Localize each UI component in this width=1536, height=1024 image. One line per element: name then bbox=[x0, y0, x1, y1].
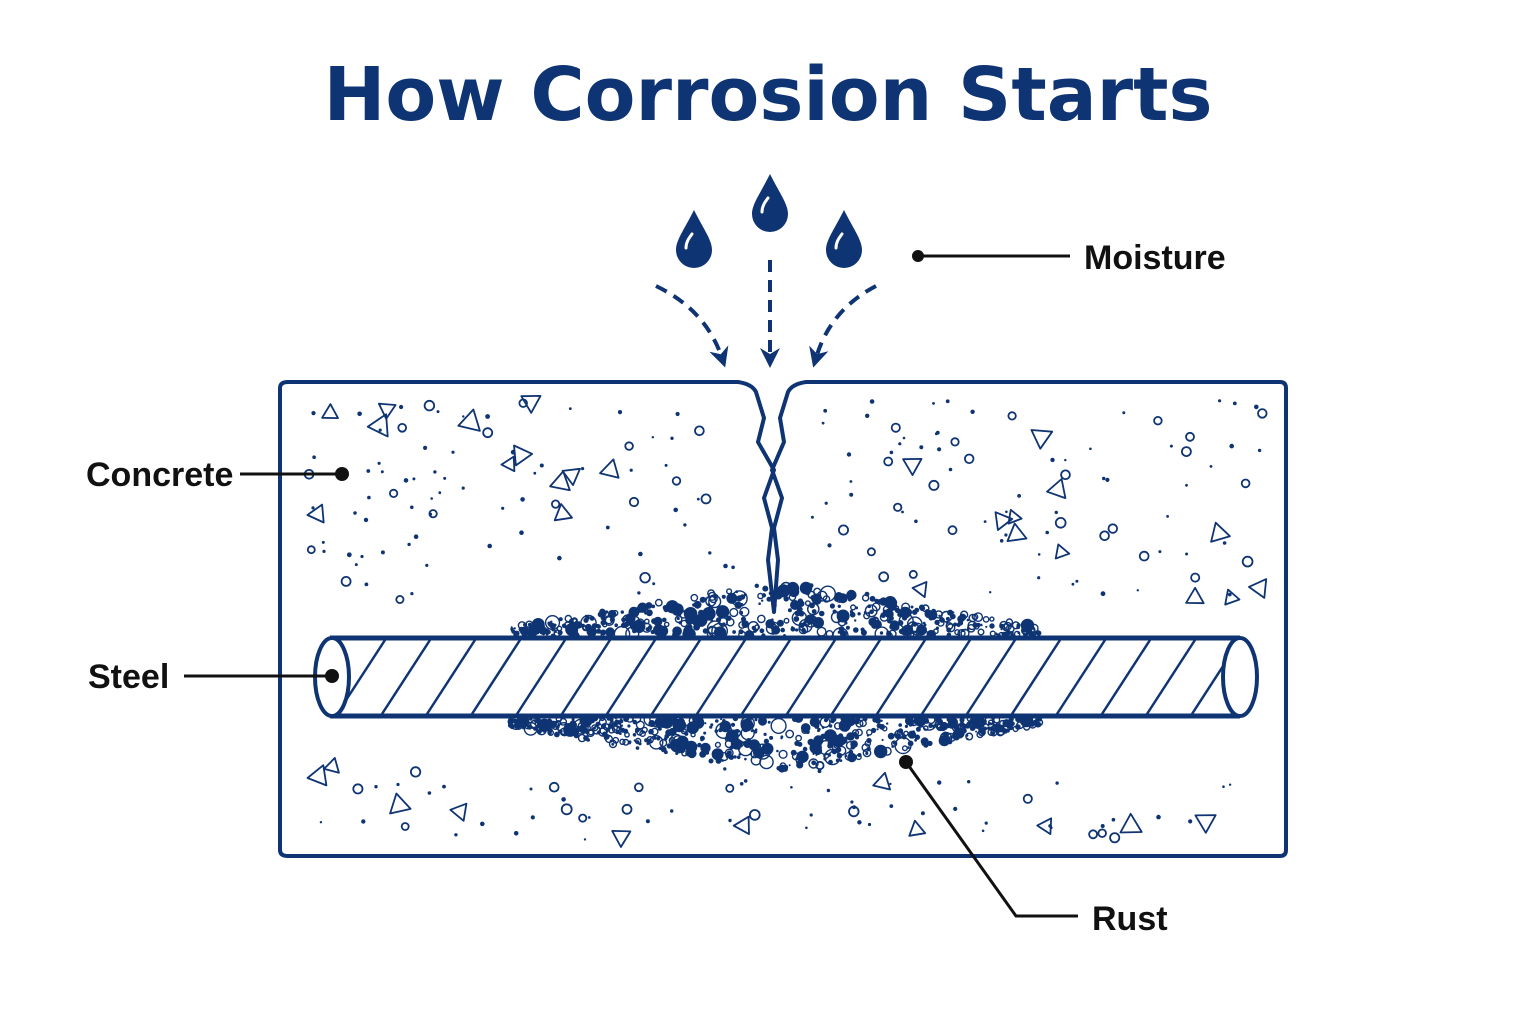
moisture-drops bbox=[676, 174, 862, 268]
arrow-down-icon bbox=[809, 284, 877, 368]
arrow-down-icon bbox=[655, 284, 729, 368]
water-drop-icon bbox=[676, 210, 712, 268]
concrete-aggregate bbox=[303, 394, 1268, 848]
concrete-crack bbox=[754, 391, 790, 613]
page-title: How Corrosion Starts bbox=[323, 52, 1213, 138]
steel-label: Steel bbox=[88, 658, 169, 696]
leader-lines bbox=[184, 250, 1078, 918]
rust-cluster bbox=[507, 581, 1044, 773]
concrete-label: Concrete bbox=[86, 456, 233, 494]
water-drop-icon bbox=[752, 174, 788, 232]
rust-leader bbox=[904, 761, 1078, 918]
moisture-label: Moisture bbox=[1084, 239, 1226, 277]
concrete-block bbox=[278, 380, 1288, 858]
rust-label: Rust bbox=[1092, 900, 1168, 938]
steel-rebar bbox=[313, 635, 1259, 719]
moisture-arrows bbox=[655, 260, 877, 368]
water-drop-icon bbox=[826, 210, 862, 268]
